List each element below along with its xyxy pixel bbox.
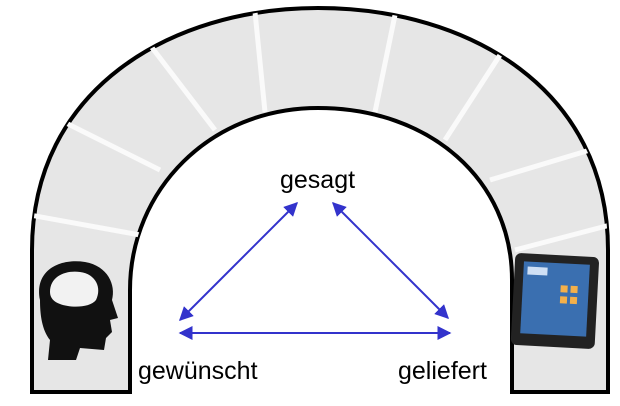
label-gewuenscht: gewünscht	[138, 357, 258, 385]
label-geliefert: geliefert	[398, 357, 487, 385]
arrow-gewuenscht-gesagt	[179, 202, 298, 321]
head-silhouette-icon	[39, 261, 118, 360]
arrows	[178, 202, 452, 340]
arrow-gesagt-geliefert	[332, 202, 449, 319]
label-gesagt: gesagt	[280, 166, 356, 194]
tablet-icon	[510, 253, 599, 349]
stone-arch	[30, 5, 610, 394]
